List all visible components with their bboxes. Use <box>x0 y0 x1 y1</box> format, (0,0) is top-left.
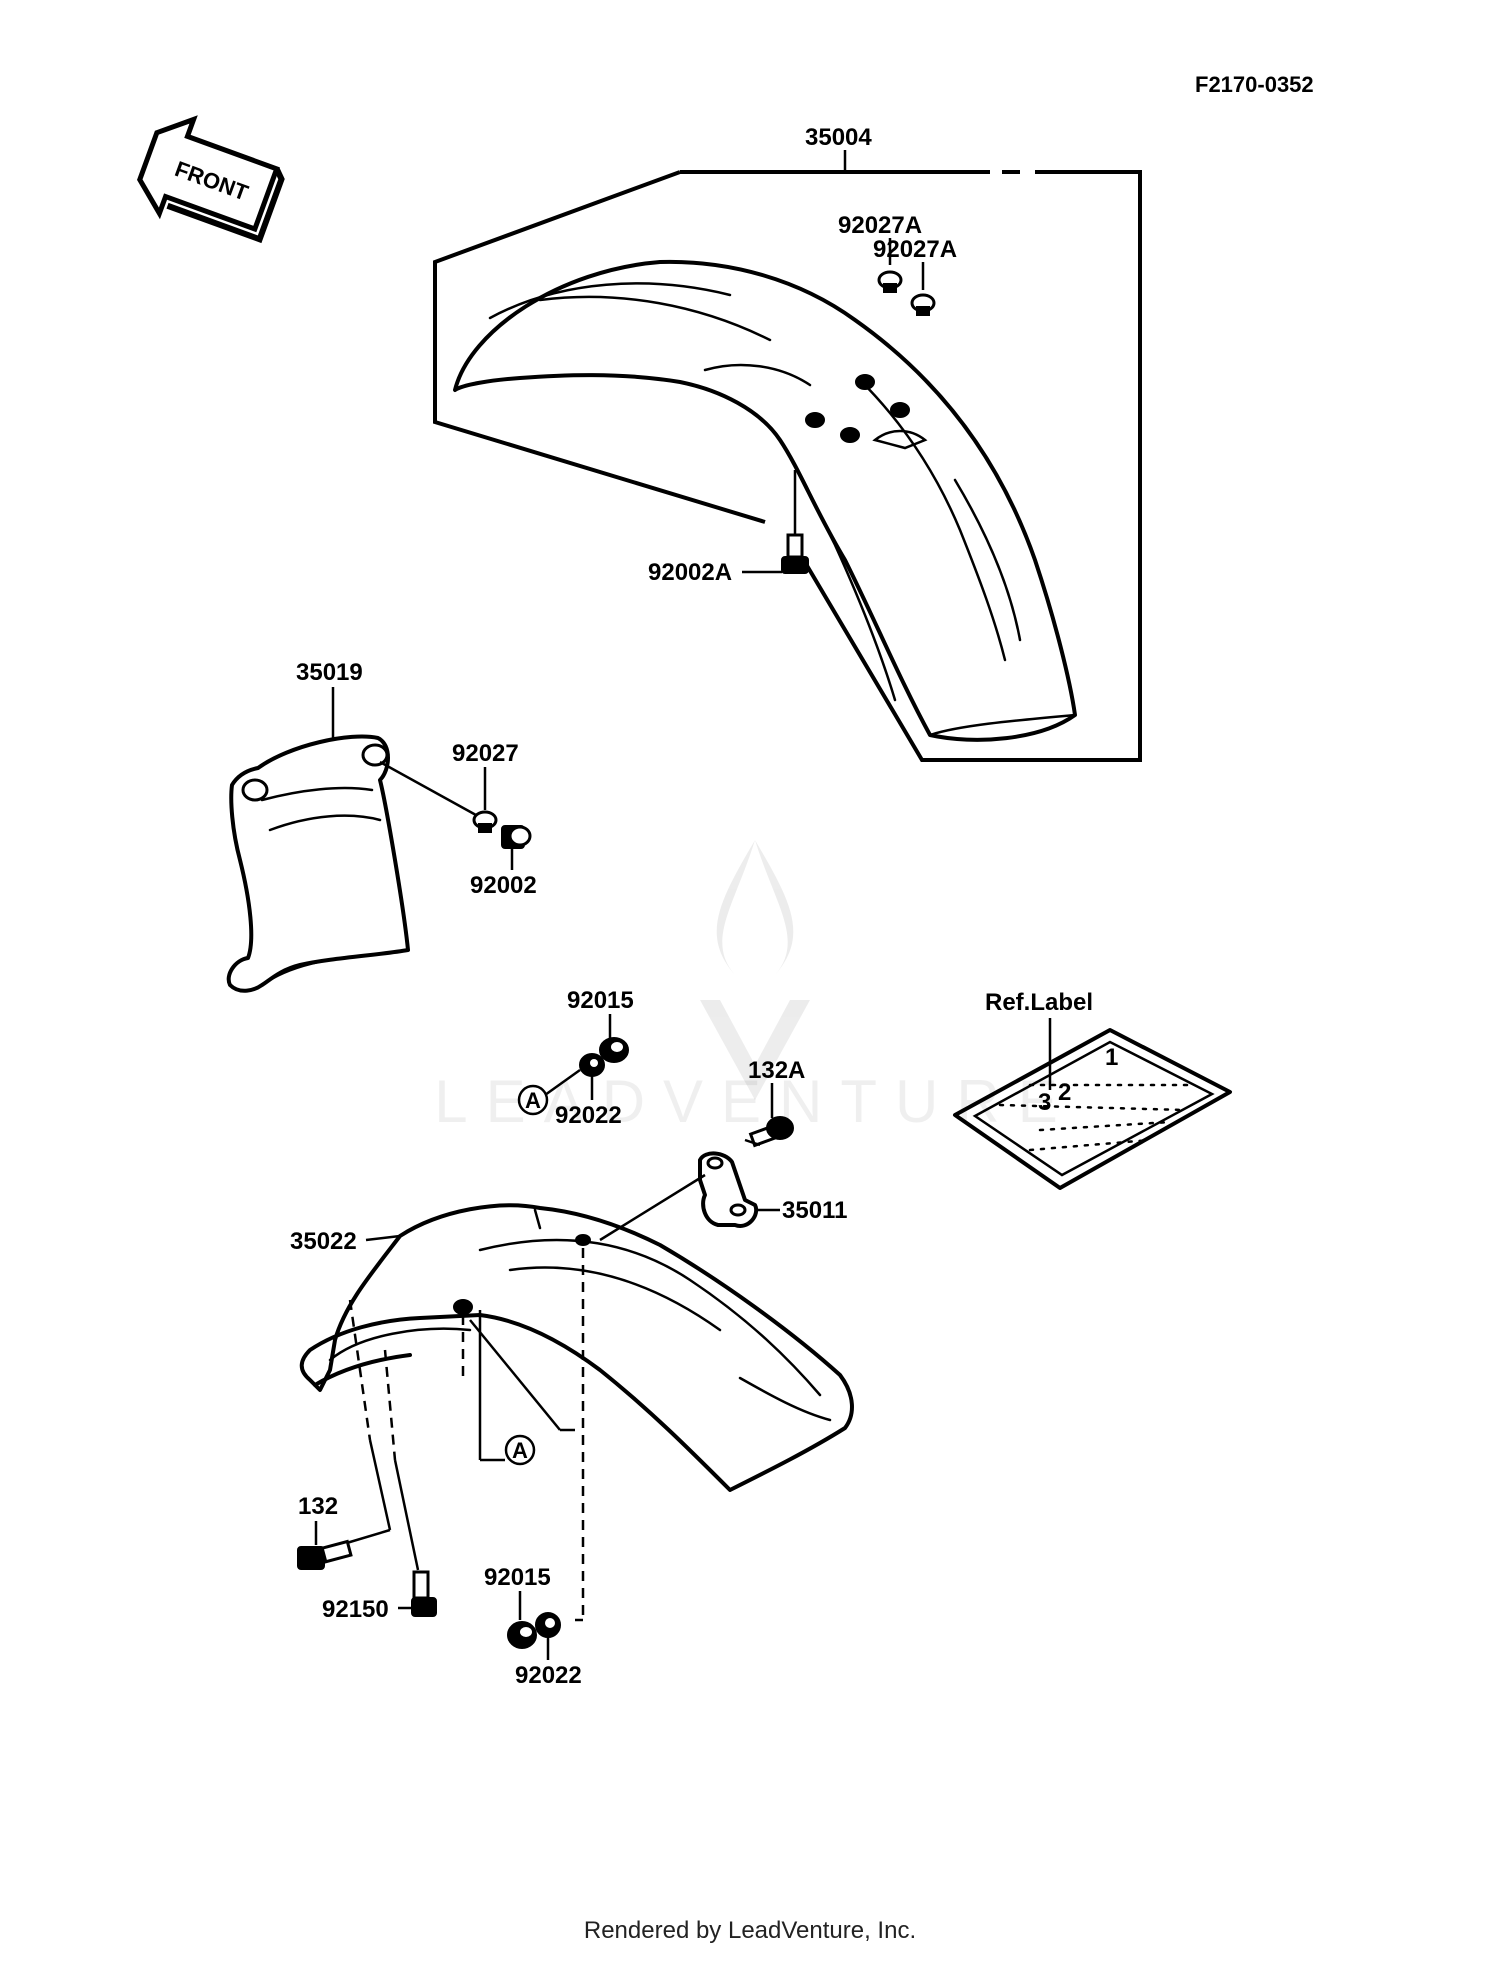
bolt-92002A[interactable] <box>781 533 809 574</box>
bolt-132A[interactable] <box>748 1116 794 1148</box>
label-92002A: 92002A <box>648 559 732 586</box>
footer-credit: Rendered by LeadVenture, Inc. <box>584 1917 916 1944</box>
fender-assembly-frame <box>433 170 1142 762</box>
callout-a-marker-top: A <box>517 1084 549 1116</box>
ref-label-digit-1: 1 <box>1105 1044 1118 1071</box>
label-92015-top: 92015 <box>567 987 634 1014</box>
nut-92015-top[interactable] <box>599 1037 629 1063</box>
front-direction-arrow-icon: FRONT <box>137 115 285 244</box>
washer-92022-bottom[interactable] <box>535 1612 561 1638</box>
svg-text:A: A <box>512 1438 528 1463</box>
rear-fender-35022[interactable] <box>299 1203 854 1492</box>
drawing-id: F2170-0352 <box>1195 72 1314 97</box>
bracket-35011[interactable] <box>698 1151 759 1228</box>
label-92022-bottom: 92022 <box>515 1662 582 1689</box>
ref-label-digit-3: 3 <box>1038 1089 1051 1116</box>
label-92015-bottom: 92015 <box>484 1564 551 1591</box>
clip-nut-92027[interactable] <box>472 810 498 833</box>
label-92022-top: 92022 <box>555 1102 622 1129</box>
bolt-92150[interactable] <box>411 1570 437 1617</box>
fork-guard-35019[interactable] <box>226 734 410 993</box>
label-132A: 132A <box>748 1057 805 1084</box>
label-35019: 35019 <box>296 659 363 686</box>
nut-92015-bottom[interactable] <box>507 1621 537 1649</box>
label-92150: 92150 <box>322 1596 389 1623</box>
clip-nut-92027A-1[interactable] <box>877 270 903 293</box>
washer-92022-top[interactable] <box>579 1053 605 1077</box>
watermark-logo-icon <box>700 840 810 1100</box>
reference-label-decal: 1 3 2 <box>953 1028 1232 1190</box>
label-92027A-1: 92027A <box>838 212 922 239</box>
svg-text:A: A <box>525 1088 541 1113</box>
label-132: 132 <box>298 1493 338 1520</box>
ref-label-digit-2: 2 <box>1058 1079 1071 1106</box>
label-35022: 35022 <box>290 1228 357 1255</box>
label-92002: 92002 <box>470 872 537 899</box>
label-92027A-2: 92027A <box>873 236 957 263</box>
bolt-92002[interactable] <box>501 825 532 849</box>
ref-label-title: Ref.Label <box>985 989 1093 1016</box>
front-fender[interactable] <box>453 259 1077 742</box>
callout-a-marker-bottom: A <box>504 1434 536 1466</box>
label-92027: 92027 <box>452 740 519 767</box>
clip-nut-92027A-2[interactable] <box>910 293 936 316</box>
bolt-132[interactable] <box>297 1539 353 1570</box>
label-35011: 35011 <box>782 1197 847 1224</box>
label-35004: 35004 <box>805 124 872 151</box>
